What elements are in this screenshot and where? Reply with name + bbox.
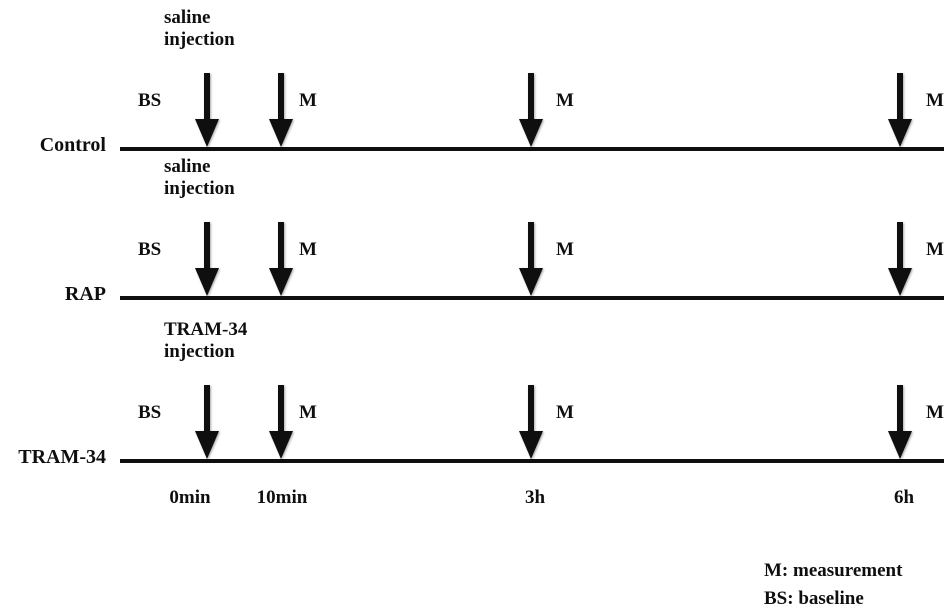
measurement-label: M	[556, 402, 574, 423]
arrow-head	[888, 268, 912, 296]
axis-tick-3h: 3h	[524, 487, 546, 508]
arrow-down-icon	[269, 73, 293, 147]
measurement-label: M	[299, 239, 317, 260]
legend: M: measurement BS: baseline	[764, 557, 902, 613]
timeline-group-tram34: TRAM-34 injection BS TRAM-34 M M M	[0, 313, 951, 478]
axis-tick-10min: 10min	[256, 487, 308, 508]
arrow-down-icon	[269, 385, 293, 459]
arrow-stem	[897, 222, 903, 268]
arrow-down-icon	[888, 385, 912, 459]
arrow-down-icon	[519, 385, 543, 459]
arrow-down-icon	[888, 222, 912, 296]
axis-tick-0min: 0min	[169, 487, 211, 508]
arrow-down-icon	[269, 222, 293, 296]
baseline-label: BS	[138, 90, 162, 111]
legend-item-baseline: BS: baseline	[764, 588, 864, 609]
timeline-group-control: saline injection BS Control M M M	[0, 1, 951, 166]
arrow-stem	[897, 385, 903, 431]
measurement-label: M	[926, 402, 944, 423]
arrow-head	[519, 119, 543, 147]
arrow-stem	[528, 222, 534, 268]
timeline-line	[120, 147, 944, 151]
baseline-label: BS	[138, 402, 162, 423]
legend-item-measurement: M: measurement	[764, 560, 903, 581]
injection-label: TRAM-34 injection	[164, 319, 248, 362]
arrow-head	[269, 119, 293, 147]
arrow-stem	[897, 73, 903, 119]
arrow-head	[269, 268, 293, 296]
arrow-stem	[528, 385, 534, 431]
arrow-head	[195, 268, 219, 296]
arrow-stem	[278, 385, 284, 431]
group-label-tram34: TRAM-34	[18, 446, 106, 468]
measurement-label: M	[299, 90, 317, 111]
arrow-stem	[528, 73, 534, 119]
arrow-down-icon	[195, 222, 219, 296]
measurement-label: M	[926, 90, 944, 111]
group-label-control: Control	[39, 134, 106, 156]
group-label-rap: RAP	[64, 283, 106, 305]
arrow-down-icon	[519, 222, 543, 296]
baseline-label: BS	[138, 239, 162, 260]
arrow-down-icon	[888, 73, 912, 147]
injection-label: saline injection	[164, 7, 235, 50]
arrow-head	[888, 431, 912, 459]
arrow-head	[269, 431, 293, 459]
axis-tick-6h: 6h	[893, 487, 915, 508]
arrow-down-icon	[195, 385, 219, 459]
arrow-down-icon	[519, 73, 543, 147]
arrow-head	[519, 431, 543, 459]
timeline-group-rap: saline injection BS RAP M M M	[0, 150, 951, 315]
arrow-stem	[278, 222, 284, 268]
injection-label: saline injection	[164, 156, 235, 199]
arrow-stem	[204, 222, 210, 268]
measurement-label: M	[926, 239, 944, 260]
arrow-stem	[204, 73, 210, 119]
arrow-head	[888, 119, 912, 147]
measurement-label: M	[556, 90, 574, 111]
measurement-label: M	[299, 402, 317, 423]
arrow-stem	[278, 73, 284, 119]
timeline-line	[120, 296, 944, 300]
arrow-head	[195, 119, 219, 147]
arrow-down-icon	[195, 73, 219, 147]
arrow-stem	[204, 385, 210, 431]
arrow-head	[519, 268, 543, 296]
measurement-label: M	[556, 239, 574, 260]
timeline-line	[120, 459, 944, 463]
arrow-head	[195, 431, 219, 459]
